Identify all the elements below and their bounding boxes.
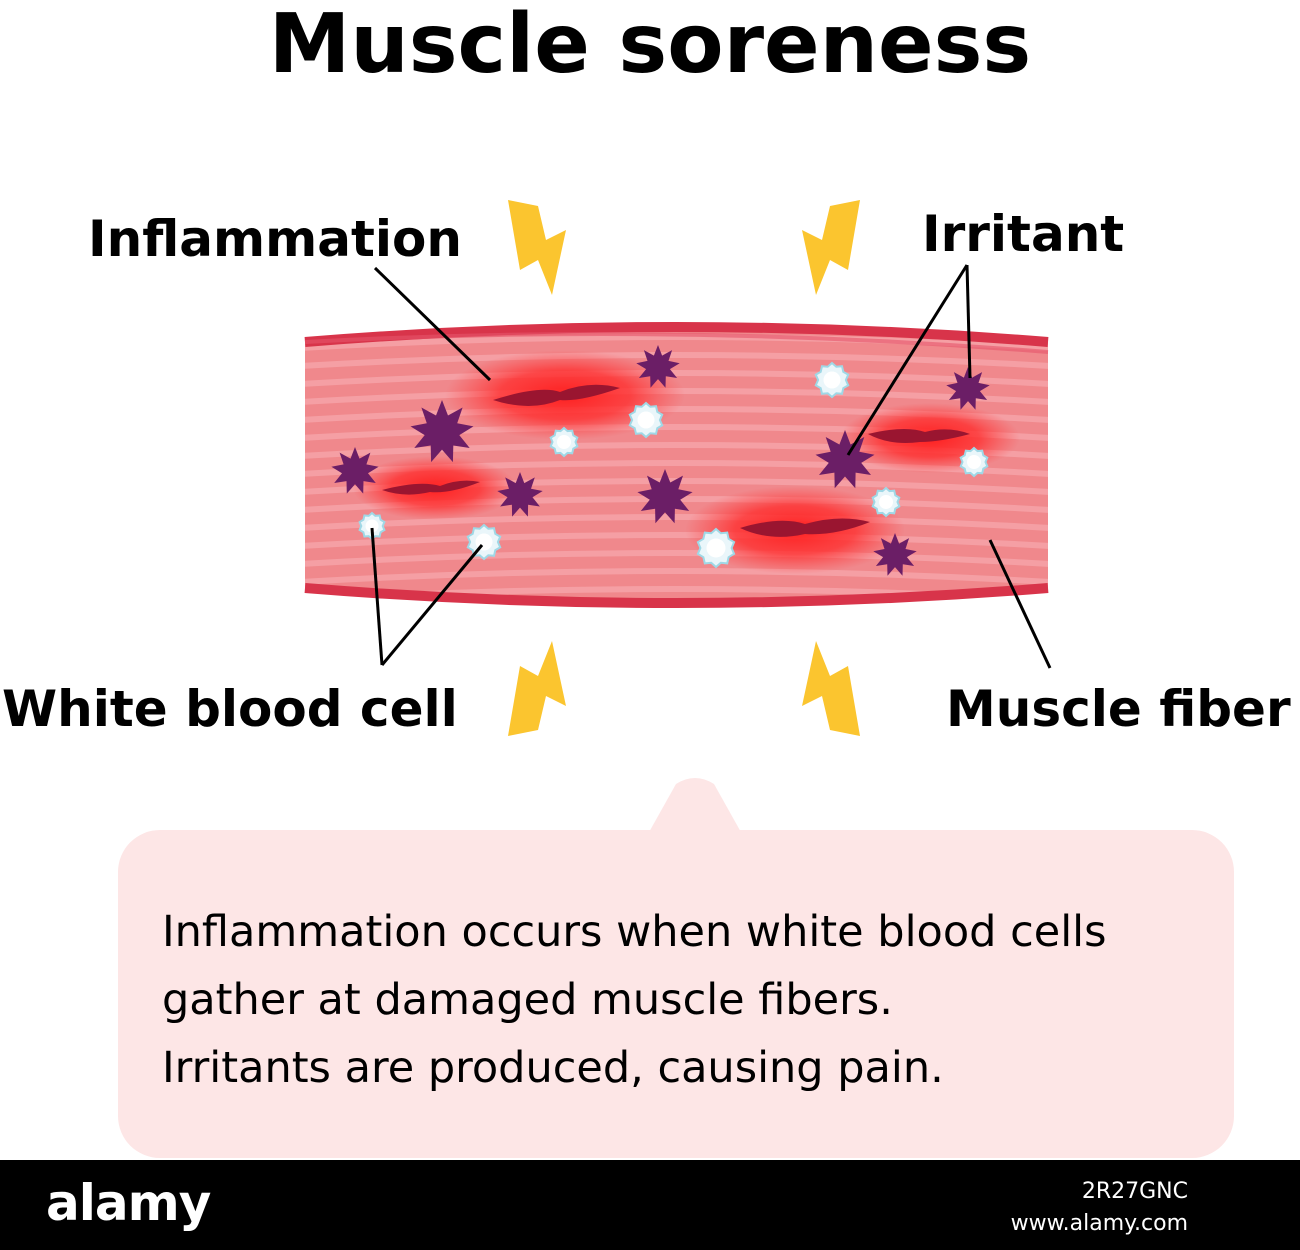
footer-bar: alamy 2R27GNC www.alamy.com [0, 1160, 1300, 1250]
explanation-callout [118, 830, 1234, 1158]
white-blood-cell-icon [549, 426, 579, 458]
lightning-bolt-icon [802, 641, 860, 736]
white-blood-cells-group [358, 361, 989, 569]
label-white-blood-cell: White blood cell [2, 680, 458, 738]
site-url: www.alamy.com [1010, 1211, 1188, 1236]
label-muscle-fiber: Muscle fiber [946, 680, 1291, 738]
irritants-group [331, 345, 990, 576]
explanation-line: Irritants are produced, causing pain. [162, 1043, 944, 1093]
muscle-diagram [304, 200, 1052, 736]
brand-logo: alamy [46, 1174, 211, 1232]
lightning-bolt-icon [802, 200, 860, 295]
irritant-icon [873, 533, 917, 576]
leader-lines [370, 264, 1052, 669]
white-blood-cell-icon [959, 446, 989, 478]
irritant-icon [497, 472, 543, 517]
irritant-icon [946, 367, 990, 410]
image-id: 2R27GNC [1081, 1179, 1188, 1204]
lightning-bolt-icon [508, 200, 566, 295]
inflammation-areas [353, 350, 1020, 574]
explanation-line: gather at damaged muscle fibers. [162, 975, 893, 1025]
irritant-icon [636, 345, 680, 388]
label-irritant: Irritant [922, 205, 1125, 263]
irritant-icon [410, 400, 474, 463]
white-blood-cell-icon [871, 486, 901, 518]
irritant-icon [815, 430, 875, 489]
callout-pointer [648, 778, 742, 834]
explanation-text: Inflammation occurs when white blood cel… [162, 898, 1222, 1102]
page-title: Muscle soreness [268, 0, 1032, 92]
lightning-bolt-icon [508, 641, 566, 736]
explanation-line: Inflammation occurs when white blood cel… [162, 907, 1107, 957]
white-blood-cell-icon [696, 527, 736, 569]
white-blood-cell-icon [814, 361, 850, 399]
label-inflammation: Inflammation [88, 210, 462, 268]
white-blood-cell-icon [628, 401, 664, 439]
irritant-icon [331, 447, 379, 494]
irritant-icon [637, 469, 693, 524]
